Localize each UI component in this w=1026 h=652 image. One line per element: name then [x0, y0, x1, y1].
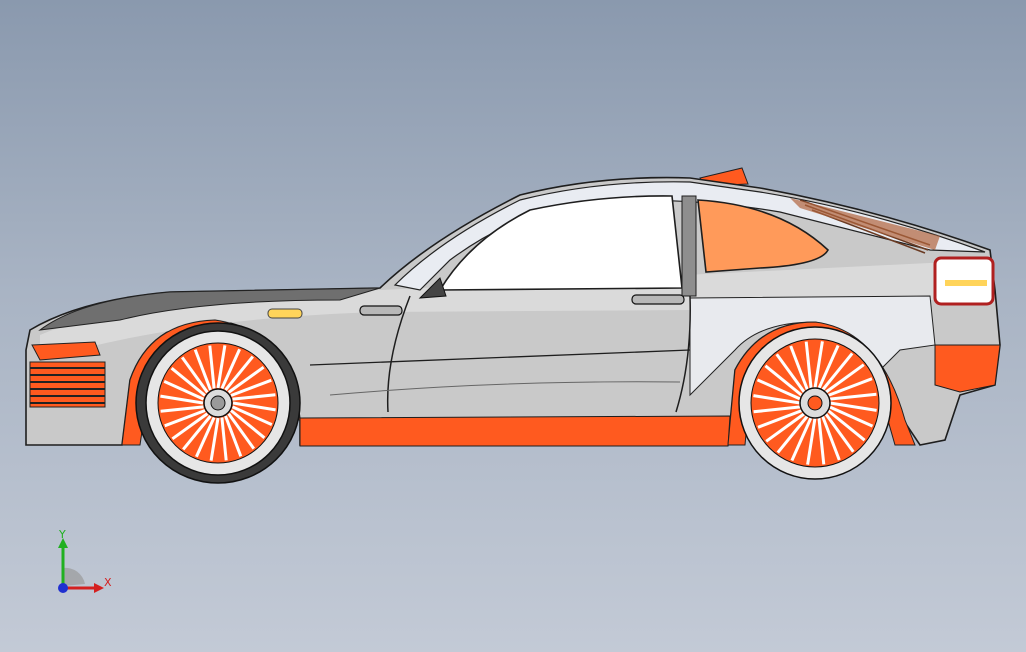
wheel-spoke	[828, 405, 874, 428]
wheel-spoke	[824, 412, 855, 453]
wheel-spoke	[753, 394, 801, 405]
door-rear-line	[675, 295, 691, 413]
rear-side-window	[697, 199, 829, 273]
wheel-spoke	[180, 356, 209, 394]
wheel-spoke	[827, 377, 873, 397]
wheel-spoke	[790, 416, 813, 462]
wheel-spoke	[813, 341, 824, 389]
wheel-spoke	[171, 412, 209, 441]
side-mirror[interactable]	[418, 277, 447, 299]
wheel-spoke	[806, 417, 817, 465]
front-grille	[29, 361, 106, 408]
body-crease	[309, 349, 691, 366]
x-axis-arrow	[94, 583, 104, 593]
side-marker-light	[267, 308, 303, 319]
front-window	[438, 195, 683, 291]
wheel-spoke	[804, 341, 813, 389]
wheel-spoke	[817, 344, 840, 390]
wheel-spoke	[208, 345, 216, 389]
wheel-spoke	[193, 349, 212, 391]
body-shoulder	[40, 260, 992, 360]
wheel-spoke	[209, 417, 220, 461]
axis-triad: Y X	[58, 528, 112, 593]
wheel-spoke	[170, 367, 206, 397]
headlight	[31, 341, 101, 361]
rear-louver-panel	[790, 198, 940, 250]
door-front-line	[386, 295, 411, 413]
wheel-spoke	[160, 394, 204, 405]
side-skirt	[299, 415, 731, 447]
wheel-spoke	[230, 378, 272, 397]
z-axis-dot	[58, 583, 68, 593]
wheel-spoke	[220, 417, 228, 461]
wheel-spoke	[164, 409, 206, 428]
wheel-spoke	[230, 409, 266, 439]
wheel-spoke	[789, 345, 809, 391]
wheel-spoke	[227, 412, 256, 450]
wheel-spoke	[827, 409, 866, 442]
wheel-spoke	[216, 345, 227, 389]
wheel-spoke	[224, 415, 243, 457]
front-door-handle[interactable]	[359, 305, 403, 316]
wheel-spoke	[224, 355, 254, 391]
wheel-spoke	[829, 401, 877, 412]
wheel-spoke	[195, 416, 216, 458]
wheel-spoke	[227, 365, 265, 394]
front-wheel[interactable]	[135, 322, 301, 484]
rear-bumper	[934, 344, 1001, 393]
hood	[38, 287, 381, 331]
x-axis-label: X	[104, 576, 112, 589]
wheel-spoke	[163, 380, 205, 401]
wheel-spoke	[160, 405, 204, 413]
wheel-spoke	[753, 405, 801, 414]
wheel-spoke	[232, 401, 276, 412]
rear-door-handle[interactable]	[631, 294, 685, 305]
wheel-spoke	[829, 392, 877, 401]
wheel-spoke	[220, 348, 241, 390]
wheel-spoke	[182, 415, 212, 451]
wheel-spoke	[821, 415, 841, 461]
taillight-strip	[945, 280, 987, 286]
wheel-spoke	[756, 378, 802, 401]
wheel-spoke	[231, 405, 273, 426]
b-pillar	[681, 195, 697, 297]
wheel-spoke	[775, 353, 806, 394]
body-crease-lower	[329, 381, 681, 396]
wheel-spoke	[776, 415, 809, 454]
wheel-spoke	[824, 363, 865, 394]
wheel-spoke	[817, 417, 826, 465]
wheel-spoke	[821, 352, 854, 391]
y-axis-arrow	[58, 538, 68, 548]
z-arc	[63, 567, 85, 586]
wheel-spoke	[232, 393, 276, 401]
wheel-spoke	[765, 412, 806, 443]
wheel-spoke	[757, 409, 803, 429]
rear-wheel[interactable]	[738, 326, 892, 480]
wheel-spoke	[764, 364, 803, 397]
y-axis-label: Y	[58, 528, 66, 541]
